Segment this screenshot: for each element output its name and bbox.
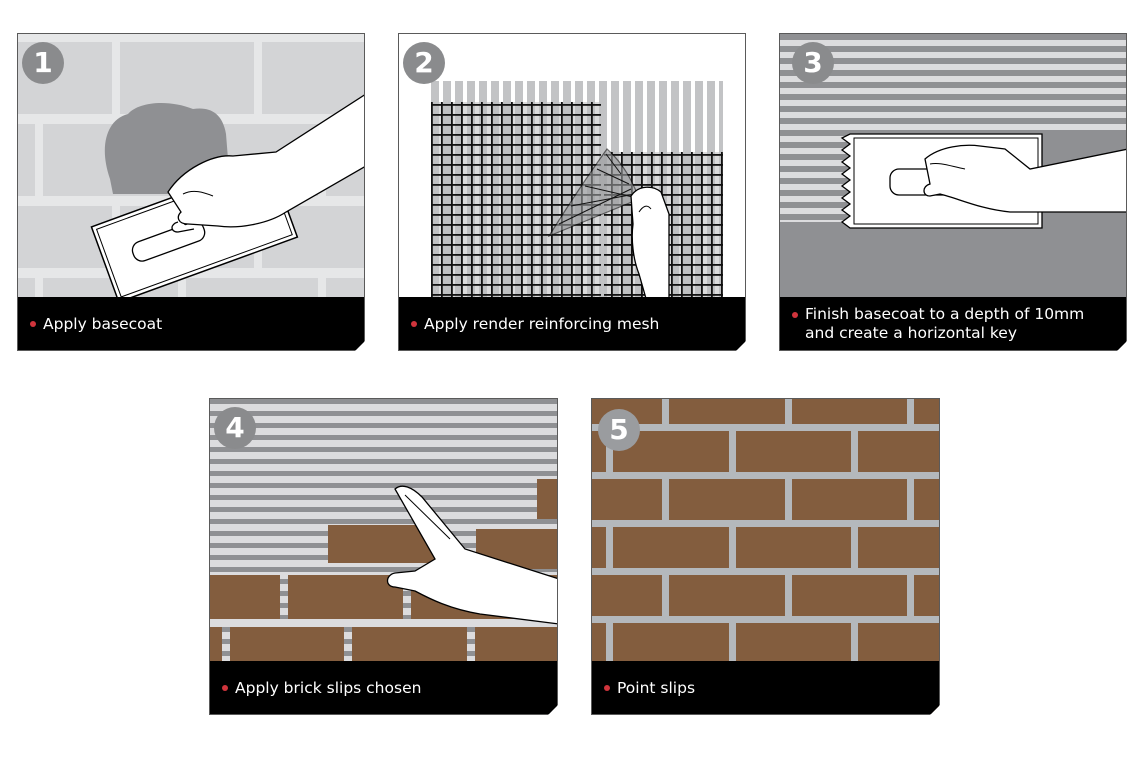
bullet-icon — [30, 321, 36, 327]
bullet-icon — [604, 685, 610, 691]
step-caption-text: Point slips — [617, 678, 696, 697]
step-caption: Apply basecoat — [18, 297, 364, 350]
bullet-icon — [792, 312, 798, 318]
bullet-icon — [411, 321, 417, 327]
step-4-panel: 4 Apply brick slips chosen — [209, 398, 558, 715]
step-3-panel: 3 Finish basecoat to a depth of 10mm and… — [779, 33, 1127, 351]
step-caption: Apply render reinforcing mesh — [399, 297, 745, 350]
bullet-icon — [222, 685, 228, 691]
step-caption: Point slips — [592, 661, 939, 714]
step-1-panel: 1 Apply basecoat — [17, 33, 365, 351]
step-caption-text: Apply basecoat — [43, 314, 163, 333]
step-number-badge: 4 — [214, 407, 256, 449]
step-caption-text: Apply render reinforcing mesh — [424, 314, 660, 333]
step-caption-text: Apply brick slips chosen — [235, 678, 422, 697]
step-caption: Finish basecoat to a depth of 10mm and c… — [780, 297, 1126, 350]
step-caption-text: Finish basecoat to a depth of 10mm and c… — [805, 305, 1085, 342]
step-number-badge: 2 — [403, 42, 445, 84]
step-2-panel: 2 Apply render reinforcing mesh — [398, 33, 746, 351]
step-number-badge: 1 — [22, 42, 64, 84]
step-5-panel: 5 Point slips — [591, 398, 940, 715]
step-number-badge: 5 — [598, 409, 640, 451]
step-caption: Apply brick slips chosen — [210, 661, 557, 714]
step-number-badge: 3 — [792, 42, 834, 84]
